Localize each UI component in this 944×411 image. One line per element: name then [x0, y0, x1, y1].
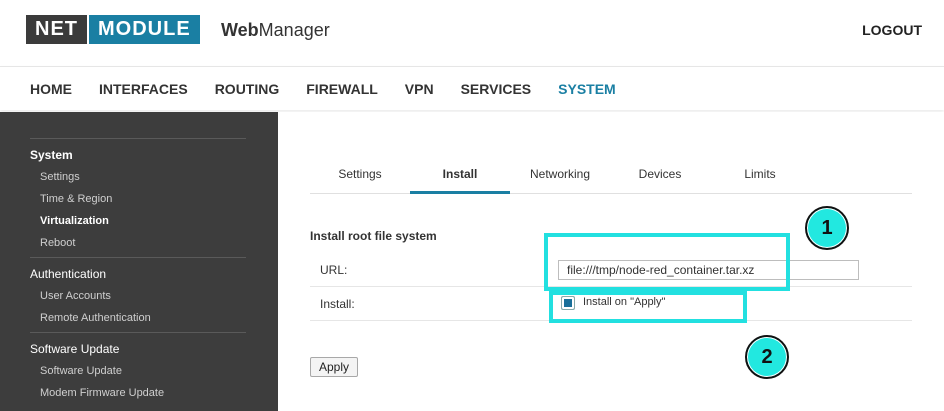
- sidebar-divider: [30, 138, 246, 139]
- highlight-box-install: [549, 291, 747, 323]
- step-badge-2: 2: [745, 335, 789, 379]
- main-nav: HOME INTERFACES ROUTING FIREWALL VPN SER…: [0, 66, 944, 110]
- sidebar-item-reboot[interactable]: Reboot: [40, 237, 76, 249]
- sidebar-item-user-accounts[interactable]: User Accounts: [40, 290, 111, 302]
- highlight-box-url: [544, 233, 790, 291]
- logo-net: NET: [26, 15, 87, 44]
- sidebar-group-authentication[interactable]: Authentication: [30, 267, 107, 281]
- sidebar: System Settings Time & Region Virtualiza…: [0, 112, 278, 411]
- nav-routing[interactable]: ROUTING: [214, 80, 280, 97]
- app-name-bold: Web: [221, 20, 259, 40]
- nav-home[interactable]: HOME: [30, 80, 72, 97]
- sidebar-item-time-region[interactable]: Time & Region: [40, 193, 113, 205]
- content-area: Settings Install Networking Devices Limi…: [278, 112, 944, 411]
- nav-firewall[interactable]: FIREWALL: [306, 80, 378, 97]
- app-name: WebManager: [221, 20, 330, 41]
- tab-limits[interactable]: Limits: [744, 167, 776, 181]
- tab-install[interactable]: Install: [410, 164, 510, 194]
- install-checkbox[interactable]: [561, 296, 575, 310]
- section-title: Install root file system: [310, 229, 437, 243]
- logo-module: MODULE: [89, 15, 200, 44]
- sidebar-item-settings[interactable]: Settings: [40, 171, 80, 183]
- nav-vpn[interactable]: VPN: [404, 80, 434, 97]
- url-label: URL:: [320, 263, 348, 277]
- install-checkbox-label: Install on "Apply": [583, 296, 666, 308]
- tab-networking[interactable]: Networking: [529, 167, 591, 181]
- url-row: URL:: [310, 253, 912, 287]
- apply-button[interactable]: Apply: [310, 357, 358, 377]
- sidebar-item-remote-authentication[interactable]: Remote Authentication: [40, 312, 151, 324]
- tab-devices[interactable]: Devices: [638, 167, 682, 181]
- sidebar-divider: [30, 257, 246, 258]
- step-badge-1: 1: [805, 206, 849, 250]
- sidebar-divider: [30, 332, 246, 333]
- tab-bar: Settings Install Networking Devices Limi…: [310, 164, 912, 194]
- nav-services[interactable]: SERVICES: [460, 80, 532, 97]
- nav-system[interactable]: SYSTEM: [558, 80, 616, 97]
- app-name-rest: Manager: [258, 20, 330, 40]
- sidebar-item-software-update[interactable]: Software Update: [40, 365, 122, 377]
- nav-interfaces[interactable]: INTERFACES: [99, 80, 188, 97]
- url-input[interactable]: [558, 260, 859, 280]
- netmodule-logo[interactable]: NET MODULE: [26, 15, 200, 44]
- sidebar-group-software-update[interactable]: Software Update: [30, 342, 120, 356]
- top-bar: NET MODULE WebManager LOGOUT: [0, 0, 944, 66]
- sidebar-item-modem-firmware-update[interactable]: Modem Firmware Update: [40, 387, 165, 399]
- sidebar-group-system[interactable]: System: [30, 148, 73, 162]
- sidebar-item-virtualization[interactable]: Virtualization: [40, 215, 109, 227]
- tab-settings[interactable]: Settings: [338, 167, 382, 181]
- logout-button[interactable]: LOGOUT: [862, 22, 922, 38]
- install-label: Install:: [320, 297, 355, 311]
